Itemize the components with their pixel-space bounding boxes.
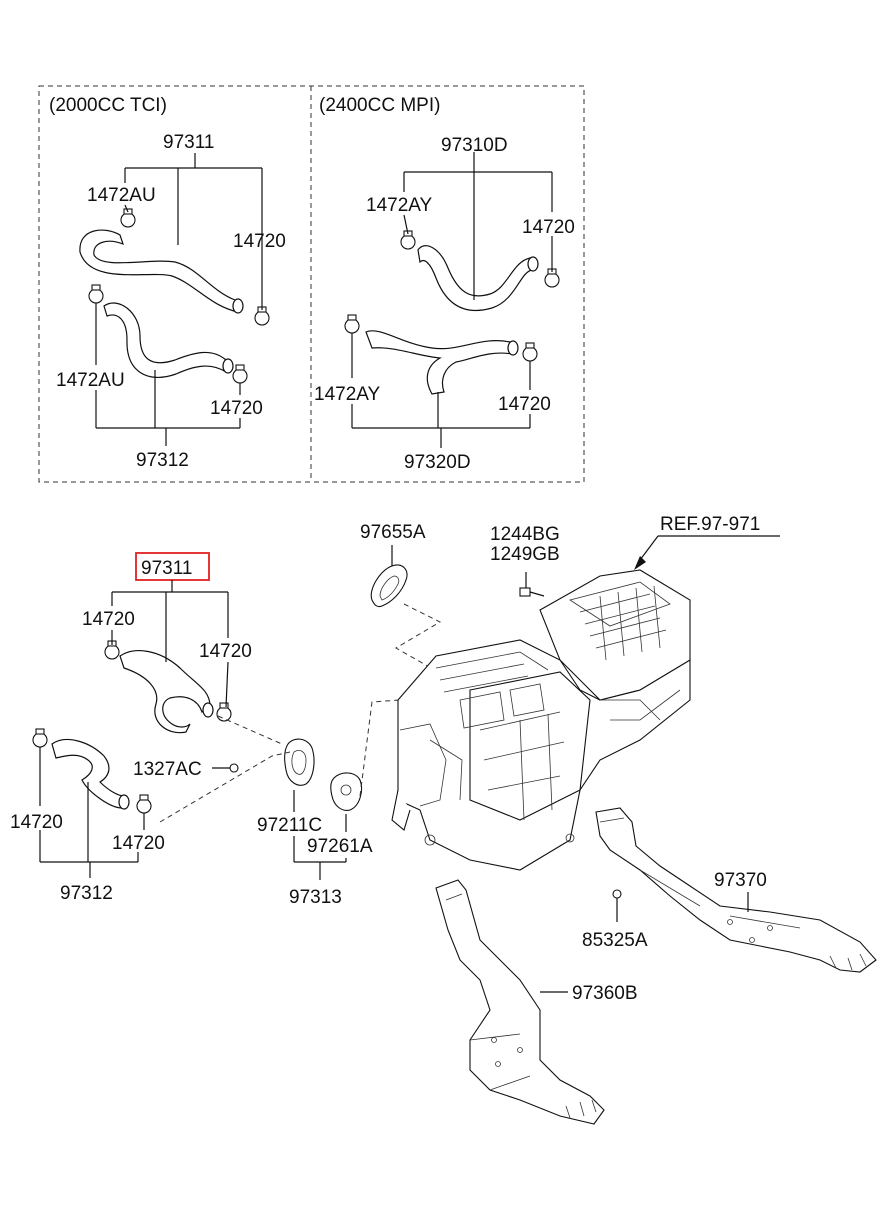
main-lower-hose-drawing <box>51 739 130 810</box>
assembly-dashed-lines <box>159 603 442 823</box>
main-upper-hose-drawing <box>119 650 214 734</box>
tci-leader-lines <box>95 153 263 446</box>
gasket-set-label: 97313 <box>289 887 342 908</box>
mpi-lower-clamp-b-label: 14720 <box>498 394 551 415</box>
gasket-b-label: 97261A <box>307 836 373 857</box>
mpi-lower-clamp-a-label: 1472AY <box>314 384 381 405</box>
mpi-upper-hose-label: 97310D <box>441 135 508 156</box>
tci-upper-hose-label: 97311 <box>163 132 214 153</box>
tci-lower-hose-label: 97312 <box>136 450 189 471</box>
mpi-upper-clamp-b-label: 14720 <box>522 217 575 238</box>
main-hose-leader-lines <box>39 580 229 878</box>
seal-drawing <box>370 564 408 608</box>
mpi-lower-hose-drawing <box>365 330 519 395</box>
clip-drawing <box>212 763 239 773</box>
reference-label: REF.97-971 <box>660 514 760 535</box>
screw-label: 85325A <box>582 930 648 951</box>
floor-duct-drawing <box>435 879 605 1125</box>
main-lower-hose-label: 97312 <box>60 883 113 904</box>
rear-duct-label: 97370 <box>714 870 767 891</box>
tci-lower-clamp-b-label: 14720 <box>210 398 263 419</box>
reference-leader <box>634 535 780 570</box>
tci-upper-hose-drawing <box>79 229 244 314</box>
main-lower-clamp-a-label: 14720 <box>10 812 63 833</box>
tci-upper-clamp-b-label: 14720 <box>233 231 286 252</box>
clip-label: 1327AC <box>133 759 202 780</box>
gasket-b-drawing <box>330 772 363 811</box>
heater-unit-drawing <box>391 569 691 871</box>
main-upper-hose-label: 97311 <box>141 558 192 579</box>
main-upper-clamp-a-label: 14720 <box>82 609 135 630</box>
bolt-a-label: 1244BG <box>490 524 560 545</box>
tci-upper-clamp-a-label: 1472AU <box>87 185 156 206</box>
tci-lower-hose-drawing <box>103 302 234 378</box>
gasket-a-drawing <box>284 738 315 786</box>
seal-label: 97655A <box>360 522 426 543</box>
variant-box <box>38 85 585 483</box>
tci-lower-clamp-a-label: 1472AU <box>56 370 125 391</box>
variant-title-2400cc-mpi: (2400CC MPI) <box>319 95 440 116</box>
rear-duct-drawing <box>595 807 877 973</box>
mpi-lower-hose-label: 97320D <box>404 452 471 473</box>
main-lower-clamp-b-label: 14720 <box>112 833 165 854</box>
bolt-drawing <box>519 572 545 597</box>
gasket-leader-lines <box>293 790 347 880</box>
floor-duct-label: 97360B <box>572 983 638 1004</box>
variant-title-2000cc-tci: (2000CC TCI) <box>49 95 167 116</box>
main-upper-clamp-b-label: 14720 <box>199 641 252 662</box>
screw-drawing <box>612 889 622 922</box>
mpi-leader-lines <box>351 152 553 448</box>
gasket-a-label: 97211C <box>257 815 322 836</box>
mpi-upper-hose-drawing <box>417 245 539 312</box>
bolt-b-label: 1249GB <box>490 544 560 565</box>
mpi-upper-clamp-a-label: 1472AY <box>366 195 433 216</box>
